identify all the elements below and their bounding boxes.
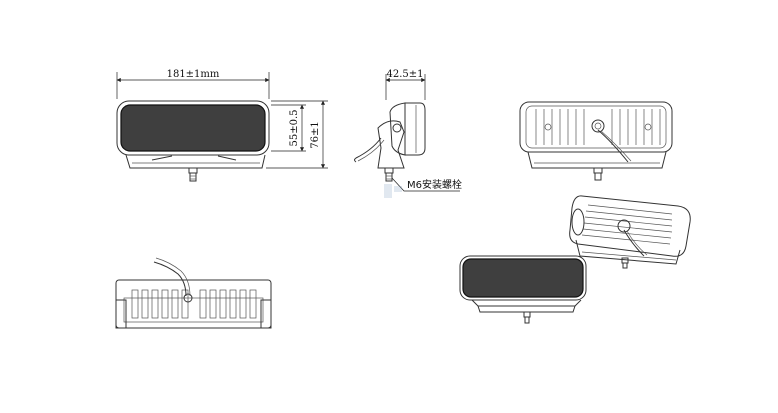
iso-rear-fins [581, 204, 673, 245]
iso-front-bolt [524, 316, 530, 324]
bottom-cable [153, 261, 187, 297]
bolt-leader-line [391, 177, 460, 192]
iso-front-lens [462, 258, 584, 298]
bolt-callout-label: M6安装螺栓 [407, 178, 462, 191]
front-lens [120, 104, 266, 152]
iso-rear-housing [569, 195, 691, 257]
side-lens-face [404, 102, 426, 156]
lens-height-dimension-label: 55±0.5 [289, 109, 300, 146]
side-bolt-head [384, 167, 394, 174]
rear-view [519, 101, 673, 181]
rear-cooling-fins [535, 109, 661, 145]
side-housing [389, 102, 406, 156]
width-dimension-label: 181±1mm [167, 69, 220, 80]
side-view: 42.5±1 M6安装螺栓 [354, 69, 462, 198]
isometric-front-view [459, 255, 587, 324]
rear-bracket [527, 151, 667, 169]
bottom-fins [131, 289, 257, 319]
side-bolt [385, 172, 393, 182]
iso-front-bracket [471, 299, 582, 307]
front-housing [116, 100, 270, 156]
front-bolt-head [188, 167, 198, 174]
rear-bolt [594, 172, 602, 181]
side-bracket [377, 120, 405, 169]
bottom-housing [115, 279, 272, 329]
depth-dimension-label: 42.5±1 [386, 69, 423, 80]
watermark-mark [384, 184, 402, 198]
overall-height-dimension-label: 76±1 [310, 121, 321, 148]
rear-housing [519, 101, 673, 153]
iso-rear-bolt [622, 262, 628, 269]
iso-rear-cable-gland [617, 219, 631, 233]
rear-cable [597, 129, 629, 163]
front-view: 181±1mm 55±0.5 76±1 [116, 69, 328, 182]
iso-front-housing [459, 255, 587, 301]
rear-cable-gland [591, 119, 605, 133]
front-bracket [125, 154, 266, 169]
bottom-view [115, 257, 272, 329]
front-bolt [189, 172, 197, 182]
isometric-rear-view [569, 195, 691, 269]
iso-rear-cable [623, 229, 645, 257]
side-cable [354, 137, 382, 163]
